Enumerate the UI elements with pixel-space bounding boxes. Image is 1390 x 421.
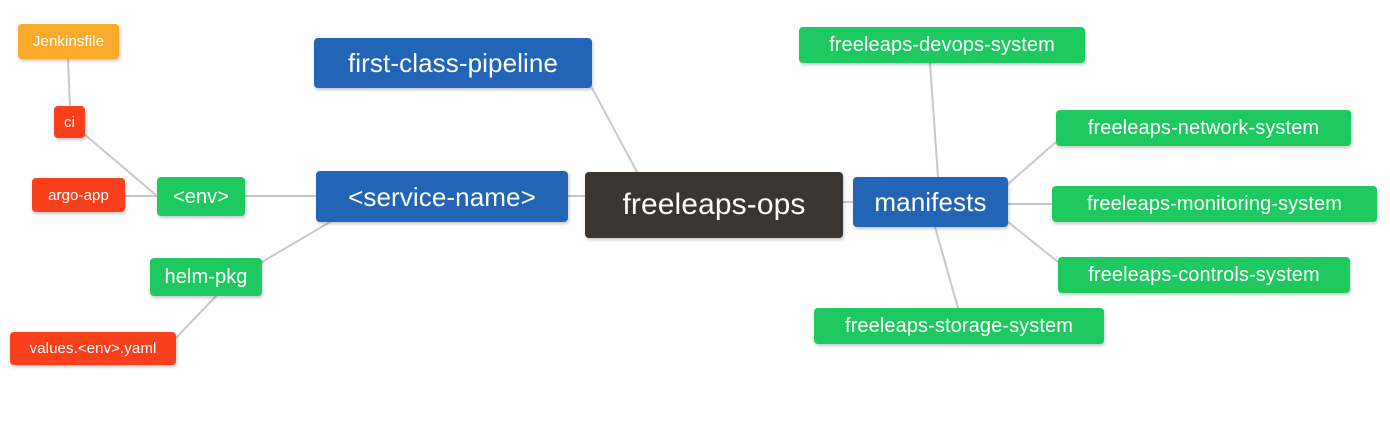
mindmap-node-freeleaps-network-system[interactable]: freeleaps-network-system [1056, 110, 1351, 146]
mindmap-node-values-yaml[interactable]: values.<env>.yaml [10, 332, 176, 365]
mindmap-node-env[interactable]: <env> [157, 177, 245, 216]
edge-first-class-pipeline-to-freeleaps-ops [591, 87, 638, 173]
mindmap-node-ci[interactable]: ci [54, 106, 85, 138]
edge-manifests-to-freeleaps-controls-system [1007, 221, 1059, 263]
mindmap-node-freeleaps-storage-system[interactable]: freeleaps-storage-system [814, 308, 1104, 344]
mindmap-node-freeleaps-monitoring-system[interactable]: freeleaps-monitoring-system [1052, 186, 1377, 222]
mindmap-node-freeleaps-controls-system[interactable]: freeleaps-controls-system [1058, 257, 1350, 293]
mindmap-node-freeleaps-ops[interactable]: freeleaps-ops [585, 172, 843, 238]
edge-manifests-to-freeleaps-storage-system [934, 226, 959, 309]
mindmap-node-helm-pkg[interactable]: helm-pkg [150, 258, 262, 296]
mindmap-node-argo-app[interactable]: argo-app [32, 178, 125, 212]
mindmap-node-first-class-pipeline[interactable]: first-class-pipeline [314, 38, 592, 88]
edge-jenkinsfile-to-ci [67, 58, 71, 107]
mindmap-node-jenkinsfile[interactable]: Jenkinsfile [18, 24, 119, 59]
mindmap-node-freeleaps-devops-system[interactable]: freeleaps-devops-system [799, 27, 1085, 63]
edge-manifests-to-freeleaps-network-system [1007, 141, 1057, 185]
edge-values-yaml-to-helm-pkg [175, 295, 217, 339]
edge-helm-pkg-to-service-name [261, 221, 331, 263]
mindmap-node-service-name[interactable]: <service-name> [316, 171, 568, 222]
mindmap-node-manifests[interactable]: manifests [853, 177, 1008, 227]
edge-manifests-to-freeleaps-devops-system [929, 62, 939, 178]
